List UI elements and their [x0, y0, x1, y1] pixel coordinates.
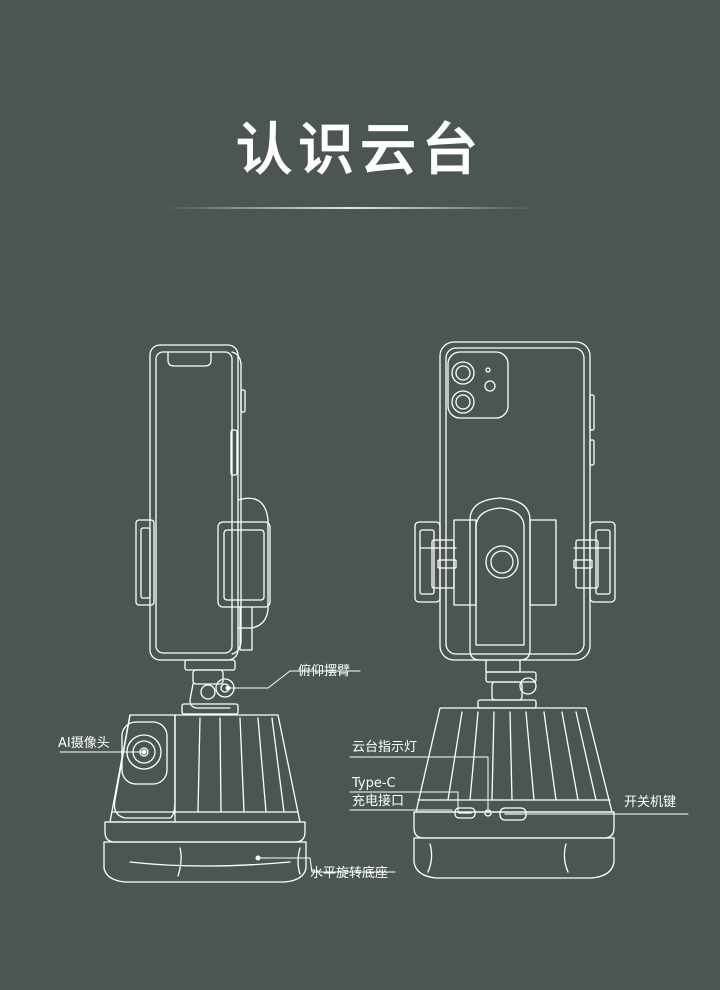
- right-gimbal: [413, 341, 616, 879]
- label-power-key: 开关机键: [624, 795, 677, 810]
- right-body: [415, 707, 613, 821]
- left-pitch-arm: [181, 659, 239, 715]
- left-phone: [149, 344, 246, 661]
- label-typec-line2: 充电接口: [352, 794, 405, 809]
- label-pitch-arm: 俯仰摆臂: [298, 664, 351, 679]
- left-base: [103, 821, 307, 883]
- right-center-module: [469, 497, 537, 709]
- page-title: 认识云台: [236, 118, 484, 183]
- left-body: [109, 714, 301, 823]
- label-rotating-base: 水平旋转底座: [310, 866, 389, 881]
- right-base: [413, 811, 615, 879]
- label-indicator: 云台指示灯: [352, 740, 418, 755]
- right-clamp: [414, 519, 616, 606]
- label-ai-camera: AI摄像头: [58, 736, 110, 751]
- left-gimbal: [103, 344, 307, 883]
- left-clamp: [135, 519, 271, 651]
- leader-lines: [59, 670, 689, 873]
- label-typec-line1: Type-C: [352, 776, 396, 791]
- title-divider: [165, 207, 537, 209]
